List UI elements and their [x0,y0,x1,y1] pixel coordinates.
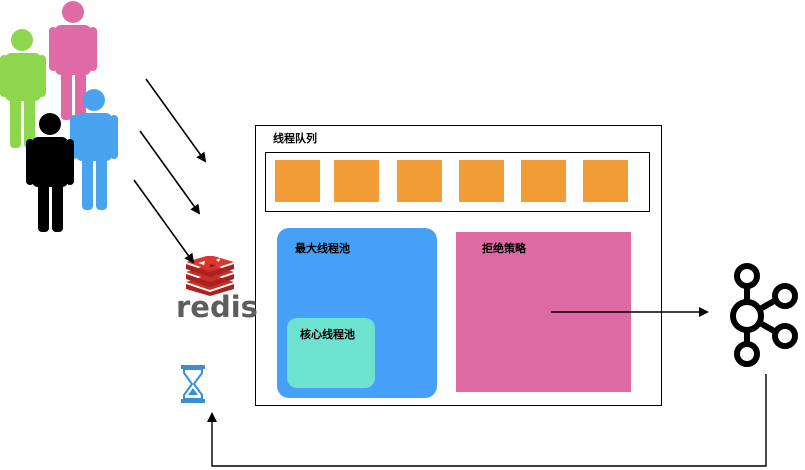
request-arrow [145,78,207,163]
request-arrow [133,179,195,264]
queue-title: 线程队列 [273,132,317,145]
users-icon [0,1,118,232]
kafka-logo-icon [730,263,798,367]
reject-policy [456,232,631,392]
queue-task [275,160,320,202]
request-arrow [139,130,201,215]
max-pool-label: 最大线程池 [295,242,350,255]
reject-policy-label: 拒绝策略 [482,242,526,255]
hourglass-icon [181,365,205,403]
queue-task [521,160,566,202]
person-black [26,113,74,232]
person-blue [70,89,118,210]
queue-task [334,160,379,202]
queue-task [459,160,504,202]
queue-task [583,160,628,202]
redis-logo-text: redis [176,290,258,324]
person-green [0,29,46,148]
queue-task [397,160,442,202]
person-pink [49,1,97,120]
core-pool-label: 核心线程池 [300,328,355,341]
redis-logo-icon [186,256,234,296]
